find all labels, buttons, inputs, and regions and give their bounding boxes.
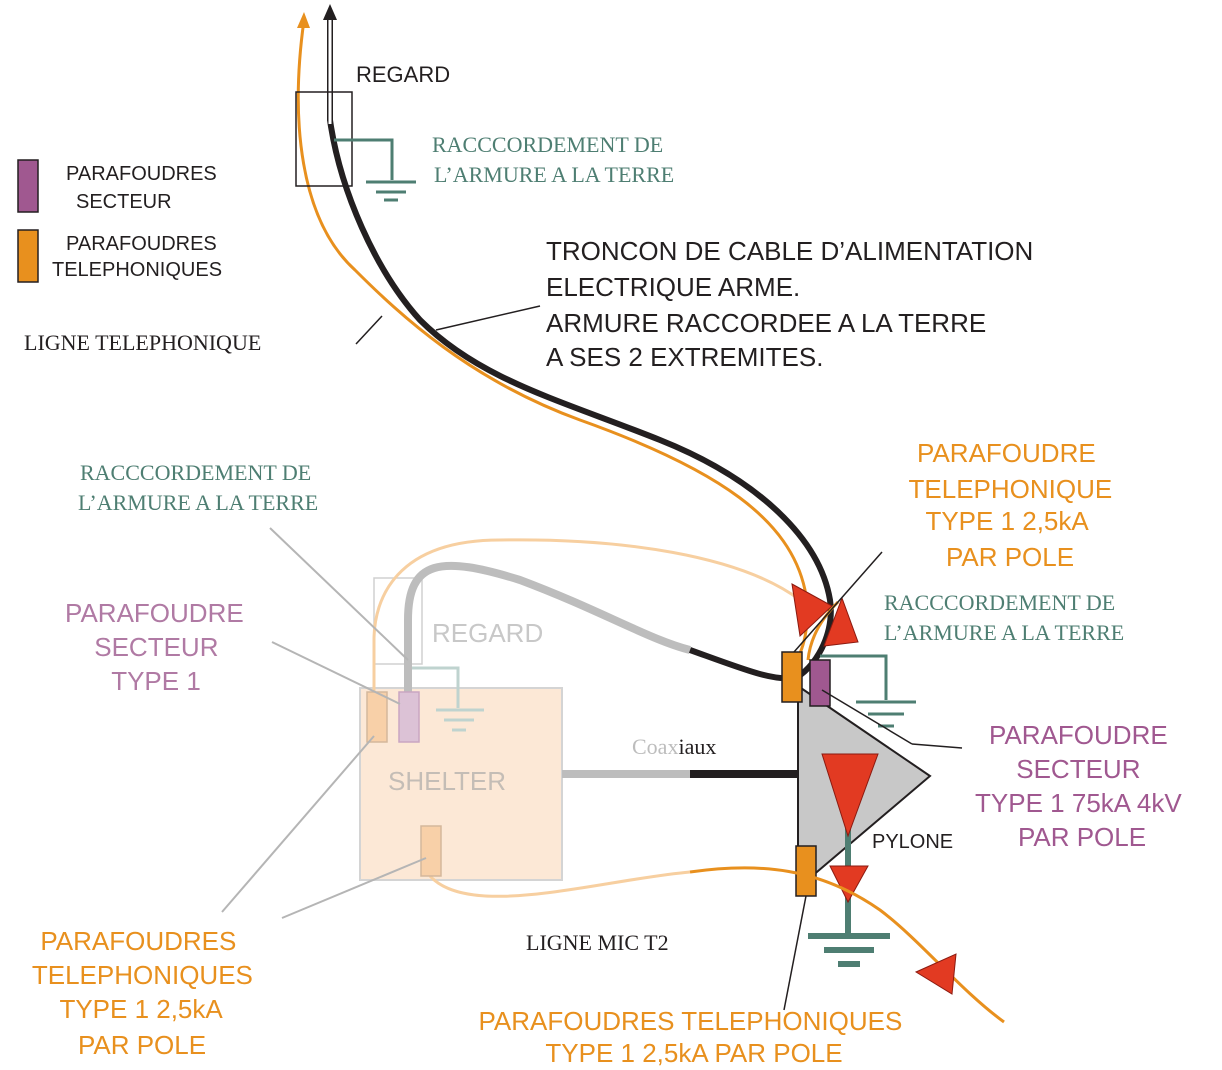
- earth-faded: [412, 666, 460, 708]
- leader-tel-left1: [221, 735, 375, 913]
- label-parafoudre-secteur-left-1: PARAFOUDRE: [65, 598, 244, 628]
- svg-text:PARAFOUDRE SECTEUR TYP: PARAFOUDRE SECTEUR TYPE 1 75kA 4kV PAR P…: [975, 720, 1189, 852]
- label-troncon-4: A SES 2 EXTREMITES.: [546, 342, 823, 372]
- shelter-mic-protector: [420, 825, 442, 877]
- mic-line-faded: [428, 870, 691, 898]
- svg-text:Coaxiaux: Coaxiaux: [632, 734, 716, 759]
- svg-text:PARAFOUDRE SECTEUR TYP: PARAFOUDRE SECTEUR TYPE 1: [65, 598, 251, 696]
- label-regard-faded: REGARD: [432, 618, 543, 648]
- shelter-tel-protector: [366, 691, 388, 743]
- svg-text:PARAFOUDRES TELEPHONIQUES: PARAFOUDRES TELEPHONIQUES: [52, 233, 222, 281]
- svg-text:RACCCORDEMENT DE L’ARMURE: RACCCORDEMENT DE L’ARMURE A LA TERRE: [432, 132, 674, 187]
- label-parafoudre-secteur-left-3: TYPE 1: [111, 666, 201, 696]
- svg-text:RACCCORDEMENT DE L’ARMURE: RACCCORDEMENT DE L’ARMURE A LA TERRE: [78, 460, 318, 515]
- mic-line: [689, 866, 1005, 1024]
- telephone-line: [296, 19, 809, 666]
- label-troncon-3: ARMURE RACCORDEE A LA TERRE: [546, 308, 986, 338]
- pylone-tel-protector: [781, 651, 803, 703]
- lightning-arrow-pylone-1: [821, 753, 879, 838]
- legend-secteur-line1: PARAFOUDRES: [66, 163, 217, 185]
- label-parafoudres-tel-bottom-1: PARAFOUDRES TELEPHONIQUES: [478, 1006, 902, 1036]
- label-parafoudre-secteur-right-4: PAR POLE: [1018, 822, 1146, 852]
- label-parafoudres-tel-left-1: PARAFOUDRES: [40, 926, 236, 956]
- lightning-arrow-mic: [914, 953, 957, 995]
- leader-troncon: [435, 305, 541, 331]
- label-raccordement-top-2: L’ARMURE A LA TERRE: [434, 162, 674, 187]
- label-parafoudre-tel-right-4: PAR POLE: [946, 542, 1074, 572]
- legend-tel-line2: TELEPHONIQUES: [52, 259, 222, 281]
- label-coaxiaux-dark: iaux: [678, 734, 716, 759]
- label-parafoudre-tel-right-1: PARAFOUDRE: [917, 438, 1096, 468]
- armored-cable-grey: [404, 561, 691, 700]
- leader-ligne-tel: [355, 315, 383, 345]
- label-parafoudre-secteur-right-2: SECTEUR: [1016, 754, 1140, 784]
- arrow-telephone-top: [297, 12, 310, 28]
- svg-text:PARAFOUDRES TELEPHONIQUES: PARAFOUDRES TELEPHONIQUES TYPE 1 2,5kA P…: [478, 1006, 909, 1068]
- label-shelter: SHELTER: [388, 766, 506, 796]
- label-raccordement-top-1: RACCCORDEMENT DE: [432, 132, 663, 157]
- legend-tel-line1: PARAFOUDRES: [66, 233, 217, 255]
- telephone-line-faded: [372, 538, 801, 716]
- label-parafoudres-tel-left-3: TYPE 1 2,5kA: [59, 994, 223, 1024]
- legend-secteur-line2: SECTEUR: [76, 191, 172, 213]
- label-raccordement-left-2: L’ARMURE A LA TERRE: [78, 490, 318, 515]
- label-troncon-1: TRONCON DE CABLE D’ALIMENTATION: [546, 236, 1033, 266]
- svg-text:PARAFOUDRES SECTEUR: PARAFOUDRES SECTEUR: [66, 163, 222, 213]
- pylone-mic-protector: [795, 845, 817, 897]
- leader-secteur-right-2: [911, 743, 963, 749]
- label-parafoudre-secteur-right-3: TYPE 1 75kA 4kV: [975, 788, 1182, 818]
- legend-secteur-swatch: [17, 159, 39, 213]
- svg-text:RACCCORDEMENT DE L’ARMURE: RACCCORDEMENT DE L’ARMURE A LA TERRE: [884, 590, 1124, 645]
- earth-right: [820, 654, 888, 700]
- arrow-cable-top: [323, 4, 337, 20]
- label-parafoudre-secteur-right-1: PARAFOUDRE: [989, 720, 1168, 750]
- label-pylone: PYLONE: [872, 831, 953, 853]
- leader-raccordement-left: [269, 527, 409, 661]
- label-ligne-telephonique: LIGNE TELEPHONIQUE: [24, 330, 261, 355]
- label-troncon-2: ELECTRIQUE ARME.: [546, 272, 800, 302]
- label-regard-top: REGARD: [356, 62, 450, 87]
- leader-tel-left2: [281, 857, 427, 919]
- armored-cable-end: [688, 647, 791, 682]
- svg-text:TRONCON DE CABLE D’ALIMENTATIO: TRONCON DE CABLE D’ALIMENTATION ELECTRIQ…: [546, 236, 1041, 372]
- leader-tel-bottom: [783, 895, 807, 1011]
- label-parafoudre-tel-right-3: TYPE 1 2,5kA: [925, 506, 1089, 536]
- lightning-arrow-pylone-2: [829, 865, 869, 904]
- leader-secteur-right: [821, 689, 913, 745]
- label-parafoudres-tel-bottom-2: TYPE 1 2,5kA PAR POLE: [545, 1038, 842, 1068]
- label-raccordement-right-1: RACCCORDEMENT DE: [884, 590, 1115, 615]
- leader-secteur-left: [271, 641, 401, 705]
- svg-text:PARAFOUDRES TELEPHONIQUES: PARAFOUDRES TELEPHONIQUES TYPE 1 2,5kA P…: [32, 926, 260, 1060]
- label-parafoudre-tel-right-2: TELEPHONIQUE: [909, 474, 1113, 504]
- label-coaxiaux-faded: Coax: [632, 734, 678, 759]
- pylone-secteur-protector: [809, 659, 831, 707]
- leader-parafoudre-tel-right: [793, 551, 883, 653]
- earth-top: [334, 138, 394, 180]
- lightning-arrow-cable-1: [791, 583, 833, 638]
- label-parafoudre-secteur-left-2: SECTEUR: [94, 632, 218, 662]
- svg-text:PARAFOUDRE TELEPHONIQUE: PARAFOUDRE TELEPHONIQUE TYPE 1 2,5kA PAR…: [909, 438, 1120, 572]
- label-ligne-mic: LIGNE MIC T2: [526, 930, 669, 955]
- label-parafoudres-tel-left-2: TELEPHONIQUES: [32, 960, 253, 990]
- label-raccordement-right-2: L’ARMURE A LA TERRE: [884, 620, 1124, 645]
- label-parafoudres-tel-left-4: PAR POLE: [78, 1030, 206, 1060]
- label-raccordement-left-1: RACCCORDEMENT DE: [80, 460, 311, 485]
- legend-tel-swatch: [17, 229, 39, 283]
- shelter-secteur-protector: [398, 691, 420, 743]
- lightning-arrow-cable-2: [823, 596, 859, 647]
